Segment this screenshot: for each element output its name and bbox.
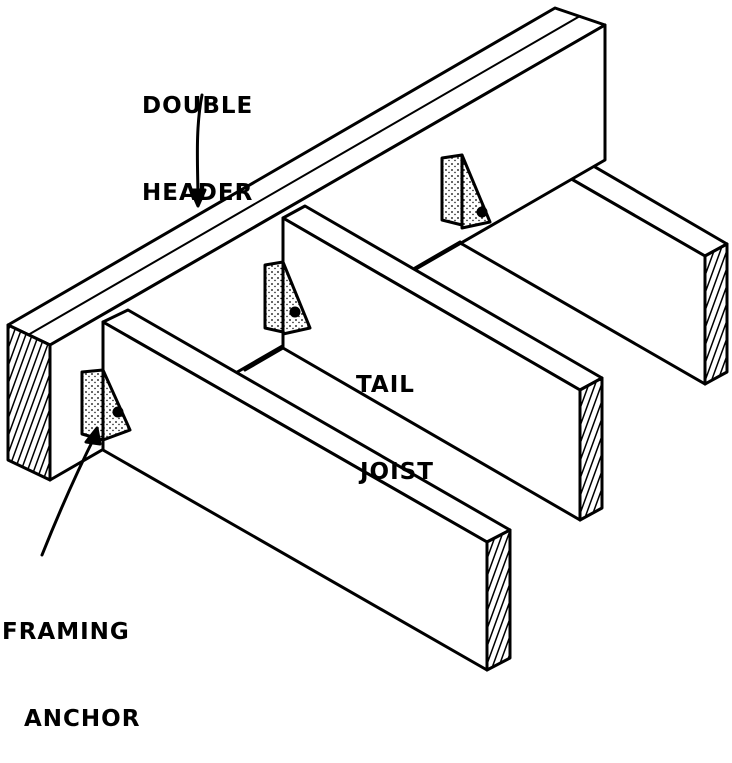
label-framing-anchor: FRAMING ANCHOR [2,560,140,763]
label-framing-anchor-line1: FRAMING [2,619,130,645]
framing-anchor-middle [263,260,312,336]
framing-anchor-back [440,153,492,230]
framing-diagram [6,6,729,672]
leader-framing-anchor [40,426,102,557]
label-double-header-line2: HEADER [142,180,254,206]
label-tail-joist-line1: TAIL [356,372,415,398]
label-tail-joist: TAIL JOIST [356,313,434,516]
label-tail-joist-line2: JOIST [360,459,434,485]
joist-front [101,308,512,672]
label-framing-anchor-line2: ANCHOR [24,706,141,732]
joist-middle [243,204,604,522]
label-double-header: DOUBLE HEADER [142,34,253,237]
framing-anchor-front [80,368,132,442]
label-double-header-line1: DOUBLE [142,93,254,119]
leader-double-header [189,93,207,208]
diagram-canvas: DOUBLE HEADER TAIL JOIST FRAMING ANCHOR [2,6,729,732]
